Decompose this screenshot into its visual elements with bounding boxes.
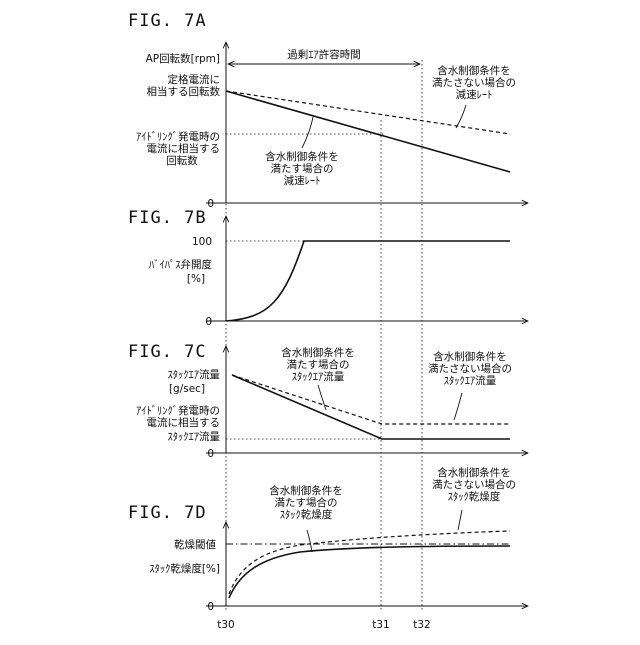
fig7c-idle-label-line1: ｱｲﾄﾞﾘﾝｸﾞ発電時の (136, 404, 220, 417)
fig7a-note-met-line2: 満たす場合の (271, 162, 334, 175)
fig7b-y-label-line1: ﾊﾞｲﾊﾟｽ弁開度 (149, 258, 212, 271)
fig7a-rated-label-line1: 定格電流に (168, 73, 221, 86)
fig7d-curve-met (229, 546, 510, 598)
fig7c-note-met-line1: 含水制御条件を (281, 346, 355, 359)
fig7a-leader-met (302, 117, 313, 148)
fig7c-note-not-met-line3: ｽﾀｯｸｴｱ流量 (444, 374, 497, 387)
fig7b-zero-tick: 0 (205, 316, 212, 328)
fig7c-note-met-line2: 満たす場合の (287, 358, 350, 371)
fig7a-allowed-time-label: 過剰ｴｱ許容時間 (287, 48, 361, 61)
fig7a-note-not-met-line3: 減速ﾚｰﾄ (456, 88, 493, 101)
fig7a-idle-label-line1: ｱｲﾄﾞﾘﾝｸﾞ発電時の (136, 130, 220, 143)
fig7d-y-label: ｽﾀｯｸ乾燥度[%] (149, 562, 220, 575)
fig7c-note-not-met-line2: 満たさない場合の (428, 362, 512, 375)
fig7d-note-not-met-line3: ｽﾀｯｸ乾燥度 (448, 490, 501, 503)
fig7b-bypass-valve-curve (226, 241, 510, 321)
fig7c-panel: FIG. 7C ｽﾀｯｸｴｱ流量 [g/sec] ｱｲﾄﾞﾘﾝｸﾞ発電時の 電流… (128, 342, 528, 460)
fig7d-note-met-line3: ｽﾀｯｸ乾燥度 (280, 508, 333, 521)
fig7a-leader-not-met (456, 105, 466, 128)
fig7a-note-met-line3: 減速ﾚｰﾄ (284, 174, 321, 187)
fig7a-y-label: AP回転数[rpm] (146, 52, 220, 65)
fig7d-note-not-met-line2: 満たさない場合の (432, 478, 516, 491)
fig7c-title: FIG. 7C (128, 342, 207, 362)
fig7c-y-label-line2: [g/sec] (169, 383, 205, 395)
fig7a-panel: FIG. 7A AP回転数[rpm] 定格電流に 相当する回転数 ｱｲﾄﾞﾘﾝｸ… (128, 11, 528, 210)
time-tick-t32: t32 (413, 619, 430, 631)
fig7b-y-label-line2: [%] (187, 273, 205, 285)
fig7a-note-not-met-line1: 含水制御条件を (437, 64, 511, 77)
fig7a-note-not-met-line2: 満たさない場合の (432, 76, 516, 89)
fig7d-note-not-met-line1: 含水制御条件を (437, 466, 511, 479)
fig7c-zero-tick: 0 (207, 448, 214, 460)
fig7b-panel: FIG. 7B 100 0 ﾊﾞｲﾊﾟｽ弁開度 [%] (128, 208, 528, 328)
fig7d-zero-tick: 0 (207, 601, 214, 613)
fig7a-note-met-line1: 含水制御条件を (265, 150, 339, 163)
fig7a-idle-label-line2: 電流に相当する (147, 142, 221, 155)
time-tick-t30: t30 (217, 619, 234, 631)
fig7d-title: FIG. 7D (128, 503, 207, 523)
fig7d-leader-met (307, 530, 312, 552)
fig7d-curve-not-met (229, 531, 510, 594)
time-tick-t31: t31 (372, 619, 389, 631)
fig7c-leader-not-met (454, 393, 462, 420)
fig7c-leader-met (318, 385, 326, 410)
fig7d-threshold-label: 乾燥閾値 (174, 538, 216, 551)
fig7c-idle-label-line2: 電流に相当する (147, 416, 221, 429)
fig7c-note-not-met-line1: 含水制御条件を (433, 350, 507, 363)
fig7b-title: FIG. 7B (128, 208, 207, 228)
fig7a-zero-tick: 0 (207, 198, 214, 210)
fig7d-leader-not-met (458, 510, 462, 530)
fig7a-idle-label-line3: 回転数 (166, 154, 198, 167)
fig7b-top-tick: 100 (192, 236, 212, 248)
fig7c-y-label-line1: ｽﾀｯｸｴｱ流量 (168, 368, 221, 381)
fig7c-note-met-line3: ｽﾀｯｸｴｱ流量 (292, 370, 345, 383)
fig7d-note-met-line2: 満たす場合の (275, 496, 338, 509)
fig7c-idle-label-line3: ｽﾀｯｸｴｱ流量 (168, 430, 221, 443)
fig7a-title: FIG. 7A (128, 11, 207, 31)
fig7d-note-met-line1: 含水制御条件を (269, 484, 343, 497)
fig7d-panel: FIG. 7D 乾燥閾値 ｽﾀｯｸ乾燥度[%] 0 含水制御条件を 満たす場合の… (128, 466, 528, 613)
fig7a-rated-label-line2: 相当する回転数 (147, 85, 221, 98)
